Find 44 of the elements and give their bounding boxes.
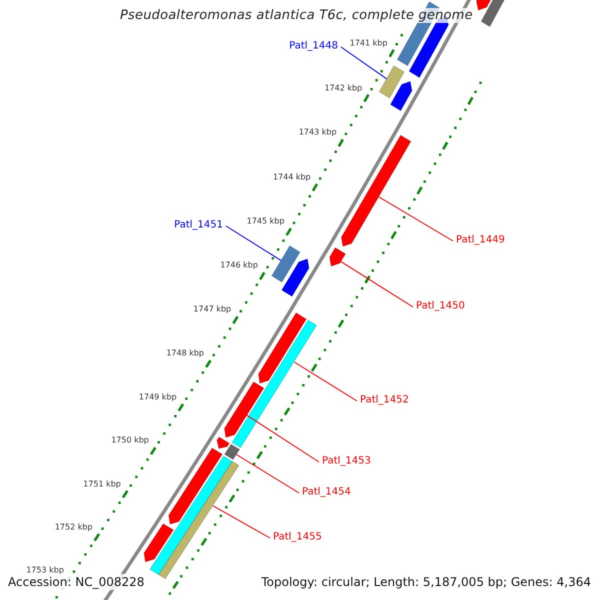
gene-label: Patl_1450 (416, 300, 465, 312)
gene-feature (216, 436, 230, 449)
gene-feature (340, 134, 412, 247)
gene-feature (168, 447, 223, 525)
scale-label: 1743 kbp (298, 128, 337, 137)
leader-line (246, 414, 320, 462)
gene-label: Patl_1455 (273, 532, 322, 542)
gene-label: Patl_1454 (302, 486, 351, 498)
leader-line (212, 505, 270, 538)
gene-feature (158, 460, 240, 580)
leader-line (294, 362, 358, 402)
gene-feature (271, 245, 301, 283)
scale-label: 1742 kbp (324, 83, 362, 92)
gene-feature (149, 456, 233, 576)
scale-label: 1741 kbp (350, 38, 388, 48)
gene-label: Patl_1449 (456, 234, 505, 246)
scale-label: 1753 kbp (26, 565, 64, 574)
scale-label: 1750 kbp (111, 436, 149, 445)
scale-label: 1751 kbp (83, 479, 121, 488)
leader-line (236, 454, 300, 494)
gene-label: Patl_1453 (322, 456, 371, 466)
scale-label: 1745 kbp (246, 216, 284, 226)
leader-line (378, 196, 454, 242)
gene-feature (390, 80, 412, 112)
gene-feature (144, 523, 174, 562)
gene-label: Patl_1452 (360, 394, 409, 406)
gene-feature (329, 247, 346, 267)
scale-label: 1744 kbp (272, 172, 311, 182)
gene-label: Patl_1448 (289, 40, 338, 52)
gene-feature (281, 258, 310, 297)
scale-label: 1746 kbp (220, 260, 258, 270)
gene-feature (378, 65, 405, 99)
scale-label: 1752 kbp (54, 522, 93, 532)
gene-feature (232, 320, 318, 448)
scale-label: 1748 kbp (166, 348, 204, 358)
gene-feature (258, 312, 307, 384)
chart-title: Pseudoalteromonas atlantica T6c, complete genome (120, 8, 473, 23)
scale-label: 1747 kbp (193, 304, 232, 314)
leader-line (340, 261, 414, 308)
gene-feature (224, 444, 240, 460)
gene-label: Patl_1451 (174, 220, 223, 230)
scale-label: 1749 kbp (138, 392, 177, 402)
gene-feature (224, 381, 264, 438)
leader-line (226, 226, 282, 261)
